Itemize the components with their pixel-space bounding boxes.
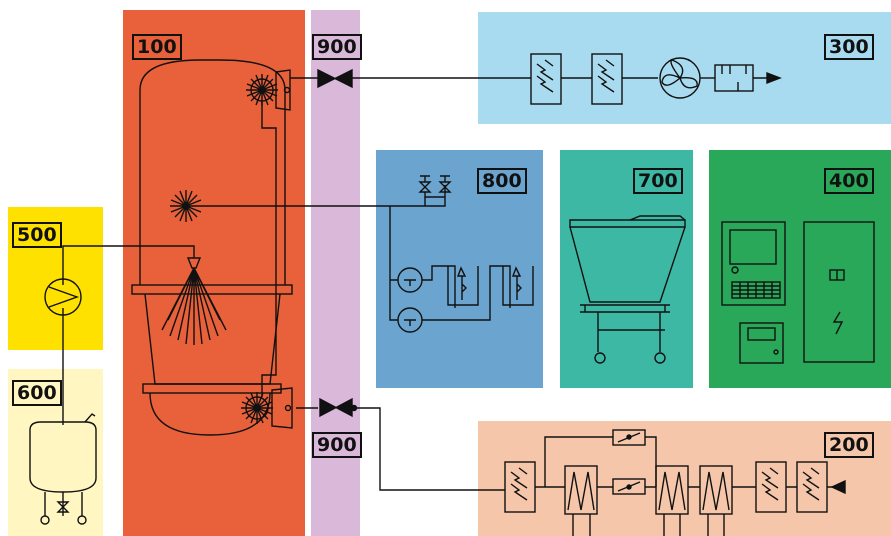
cleaning-tank-2-icon (502, 266, 534, 306)
printer-icon (739, 322, 784, 364)
spray-nozzle-icon (161, 257, 227, 345)
inlet-filter-2-icon (755, 461, 787, 513)
feed-line-500 (62, 245, 195, 285)
feed-tank-icon (29, 413, 97, 525)
heat-exchanger-1-icon (564, 465, 598, 536)
bottom-filter-icon (241, 387, 293, 429)
zone-700-label: 700 (633, 168, 683, 194)
zone-900-bottom-label: 900 (312, 432, 362, 458)
electrical-cabinet-icon (803, 221, 875, 363)
exhaust-filter-1-icon (530, 53, 562, 105)
middle-filter-icon (170, 190, 202, 222)
zone-200-background (478, 421, 891, 536)
cleaning-loop (422, 265, 511, 321)
zone-300-background (478, 12, 891, 124)
air-inlet-arrowhead (830, 479, 846, 495)
zone-100-background (123, 10, 305, 536)
bypass-damper-icon[interactable] (612, 429, 646, 446)
heat-exchanger-2-icon (655, 465, 689, 536)
zone-300-label: 300 (824, 34, 874, 60)
zone-900-background (311, 10, 360, 536)
product-container-icon (569, 215, 686, 364)
zone-600-label: 600 (12, 380, 62, 406)
inlet-valve-icon[interactable] (319, 397, 358, 418)
control-terminal-icon[interactable] (721, 221, 786, 306)
zone-200-label: 200 (824, 432, 874, 458)
inlet-air-line (296, 407, 505, 491)
zone-400-label: 400 (824, 168, 874, 194)
zone-600-background (8, 369, 103, 536)
damper-icon[interactable] (612, 478, 646, 495)
zone-500-label: 500 (12, 222, 62, 248)
cleaning-line (389, 197, 426, 321)
feed-pump-icon[interactable] (44, 278, 82, 316)
zone-500-background (8, 207, 103, 350)
cleaning-tank-1-icon (447, 266, 479, 306)
zone-100-label: 100 (132, 34, 182, 60)
zone-900-top-label: 900 (312, 34, 362, 60)
exhaust-valve-icon[interactable] (317, 68, 353, 89)
top-filter-icon (246, 69, 291, 111)
heat-exchanger-3-icon (699, 465, 733, 536)
exhaust-filter-2-icon (591, 53, 623, 105)
bypass-line (261, 101, 277, 397)
inlet-air-branch (535, 436, 657, 488)
fluid-bed-vessel (131, 59, 293, 436)
zone-800-label: 800 (477, 168, 527, 194)
outlet-arrowhead (766, 71, 782, 85)
